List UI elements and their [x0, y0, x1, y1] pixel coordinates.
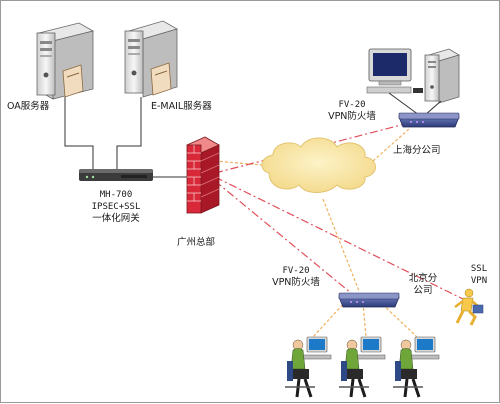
shanghai-pc-icon — [366, 48, 423, 94]
shanghai-firewall-device-icon — [398, 112, 460, 128]
beijing-office-line2: 公司 — [413, 285, 433, 296]
hq-firewall-icon — [186, 136, 220, 214]
cloud-shanghai-link — [372, 128, 410, 162]
cloud-beijing-link — [322, 198, 360, 292]
beijing-office-line1: 北京分 — [408, 273, 438, 284]
gateway-device-icon — [79, 169, 153, 181]
orange-links — [214, 128, 418, 338]
shanghai-firewall-label: FV-20 VPN防火墙 — [319, 99, 385, 123]
beijing-user-2-icon — [339, 336, 386, 398]
server-links — [64, 97, 142, 173]
beijing-firewall-device-icon — [338, 292, 400, 308]
email-server-label: E-MAIL服务器 — [151, 101, 212, 112]
ssl-vpn-user-icon — [454, 288, 484, 326]
shanghai-lan-link — [388, 92, 442, 116]
vpn-tunnel-beijing — [214, 180, 352, 294]
gateway-type: 一体化网关 — [92, 213, 140, 224]
beijing-pc2-link — [362, 302, 367, 338]
beijing-user-1-icon — [285, 336, 332, 398]
email-server-link — [116, 97, 142, 173]
shanghai-firewall-model: FV-20 — [338, 100, 366, 110]
oa-server-icon — [36, 22, 95, 100]
ssl-vpn-line1: SSL — [470, 264, 488, 274]
oa-server-label: OA服务器 — [7, 101, 50, 112]
shanghai-office-label: 上海分公司 — [393, 145, 441, 156]
internet-cloud-icon — [261, 137, 376, 193]
hq-label: 广州总部 — [177, 237, 216, 248]
ssl-vpn-label: SSL VPN — [463, 263, 495, 287]
oa-server-link — [64, 97, 94, 173]
gateway-model: MH-700 — [99, 190, 133, 200]
beijing-pc3-link — [378, 300, 418, 338]
beijing-firewall-label: FV-20 VPN防火墙 — [263, 265, 329, 289]
gateway-label: MH-700 IPSEC+SSL 一体化网关 — [79, 189, 153, 225]
gateway-protocols: IPSEC+SSL — [91, 202, 141, 212]
beijing-firewall-type: VPN防火墙 — [272, 277, 320, 288]
shanghai-firewall-type: VPN防火墙 — [328, 111, 376, 122]
shanghai-server-icon — [424, 48, 460, 104]
beijing-firewall-model: FV-20 — [282, 266, 310, 276]
beijing-pc1-link — [312, 300, 347, 338]
beijing-user-3-icon — [393, 336, 440, 398]
email-server-icon — [124, 20, 179, 98]
ssl-vpn-line2: VPN — [470, 276, 488, 286]
beijing-office-label: 北京分 公司 — [403, 273, 443, 297]
ssl-vpn-tunnel — [214, 176, 464, 300]
